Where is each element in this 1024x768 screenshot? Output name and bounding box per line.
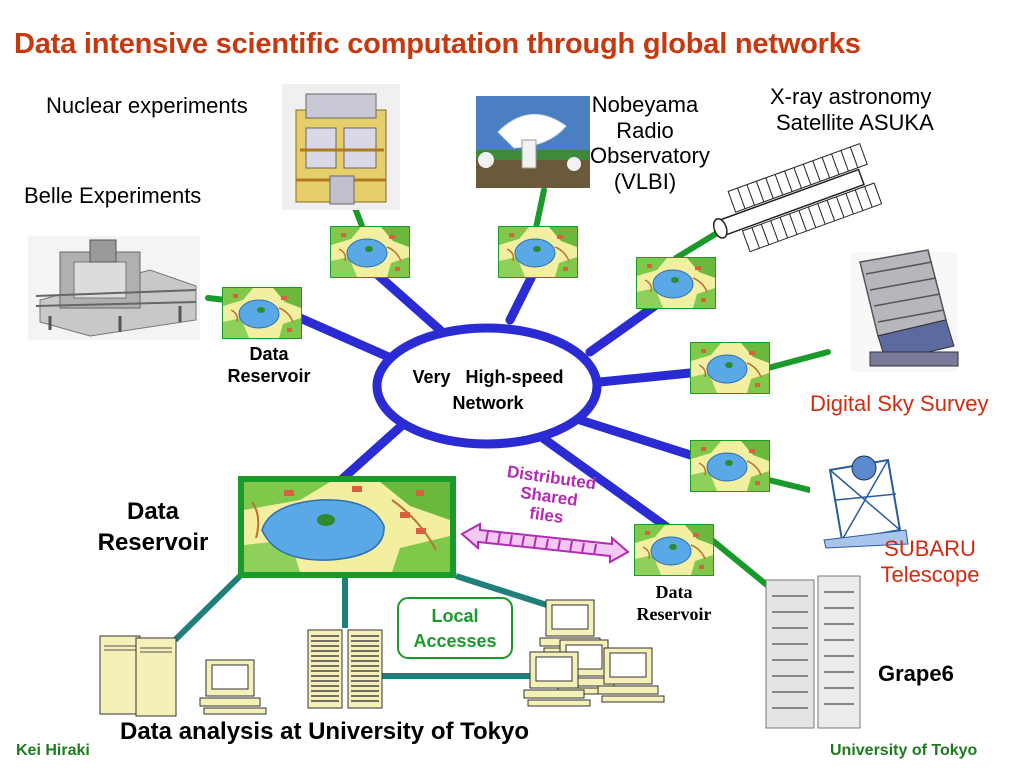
campus-links: [172, 573, 551, 679]
reservoir-large-line2: Reservoir: [97, 529, 209, 557]
label-subaru: SUBARU Telescope: [868, 536, 992, 589]
reservoir-thumb-grape: [634, 524, 714, 576]
label-subaru-line1: SUBARU: [884, 536, 976, 561]
reservoir-large-line1: Data: [126, 498, 180, 525]
grape6-cabinets-image: [765, 575, 861, 729]
label-belle-experiments: Belle Experiments: [24, 183, 202, 208]
belle-detector-image: [28, 236, 200, 340]
label-subaru-line2: Telescope: [880, 562, 980, 588]
campus-racks-center: [307, 629, 383, 709]
label-data-analysis: Data analysis at University of Tokyo: [120, 718, 530, 745]
label-nobeyama-line1: Nobeyama: [591, 92, 699, 117]
reservoir-small-left-line1: Data: [249, 344, 289, 364]
reservoir-thumb-nobeyama: [498, 226, 578, 278]
local-line2: Accesses: [413, 631, 497, 652]
label-xray-line2: Satellite ASUKA: [776, 110, 934, 136]
reservoir-thumb-asuka: [636, 257, 716, 309]
label-xray-astronomy: X-ray astronomy Satellite ASUKA: [770, 84, 934, 137]
distributed-arrow: [460, 522, 630, 564]
network-label-line1: Very High-speed: [412, 367, 564, 387]
page-title: Data intensive scientific computation th…: [14, 28, 861, 60]
label-local-accesses: Local Accesses: [398, 604, 512, 654]
label-xray-line1: X-ray astronomy: [770, 84, 932, 109]
label-reservoir-small-left: Data Reservoir: [208, 344, 330, 387]
campus-servers-left: [99, 635, 177, 717]
label-reservoir-small-right: Data Reservoir: [618, 582, 730, 625]
reservoir-thumb-nuclear: [330, 226, 410, 278]
reservoir-thumb-belle: [222, 287, 302, 339]
digital-sky-survey-image: [850, 249, 959, 372]
large-reservoir-map: [238, 476, 456, 578]
label-nobeyama-line4: (VLBI): [613, 168, 677, 194]
label-nobeyama-line3: Observatory: [590, 143, 710, 169]
reservoir-thumb-subaru: [690, 440, 770, 492]
reservoir-thumb-dss: [690, 342, 770, 394]
local-line1: Local: [431, 606, 479, 626]
reservoir-small-left-line2: Reservoir: [227, 365, 311, 386]
nobeyama-telescope-photo: [476, 96, 590, 188]
footer-author: Kei Hiraki: [16, 742, 90, 759]
label-nobeyama-line2: Radio: [616, 117, 674, 143]
nuclear-experiment-image: [282, 84, 400, 210]
reservoir-small-right-line2: Reservoir: [636, 603, 712, 624]
label-grape6: Grape6: [878, 661, 954, 686]
asuka-satellite-image: [712, 142, 883, 253]
label-nuclear-experiments: Nuclear experiments: [46, 93, 248, 118]
subaru-telescope-image: [810, 455, 909, 549]
campus-pc-left: [199, 659, 267, 715]
local-accesses-box: [397, 597, 513, 659]
label-nobeyama: Nobeyama Radio Observatory (VLBI): [590, 92, 710, 194]
reservoir-small-right-line1: Data: [655, 582, 693, 602]
network-label-line2: Network: [452, 393, 524, 414]
network-label: Very High-speed Network: [402, 364, 574, 416]
label-digital-sky-survey: Digital Sky Survey: [810, 391, 989, 416]
network-ellipse: [372, 323, 602, 449]
label-reservoir-large: Data Reservoir: [80, 496, 226, 558]
footer-affiliation: University of Tokyo: [830, 742, 978, 759]
